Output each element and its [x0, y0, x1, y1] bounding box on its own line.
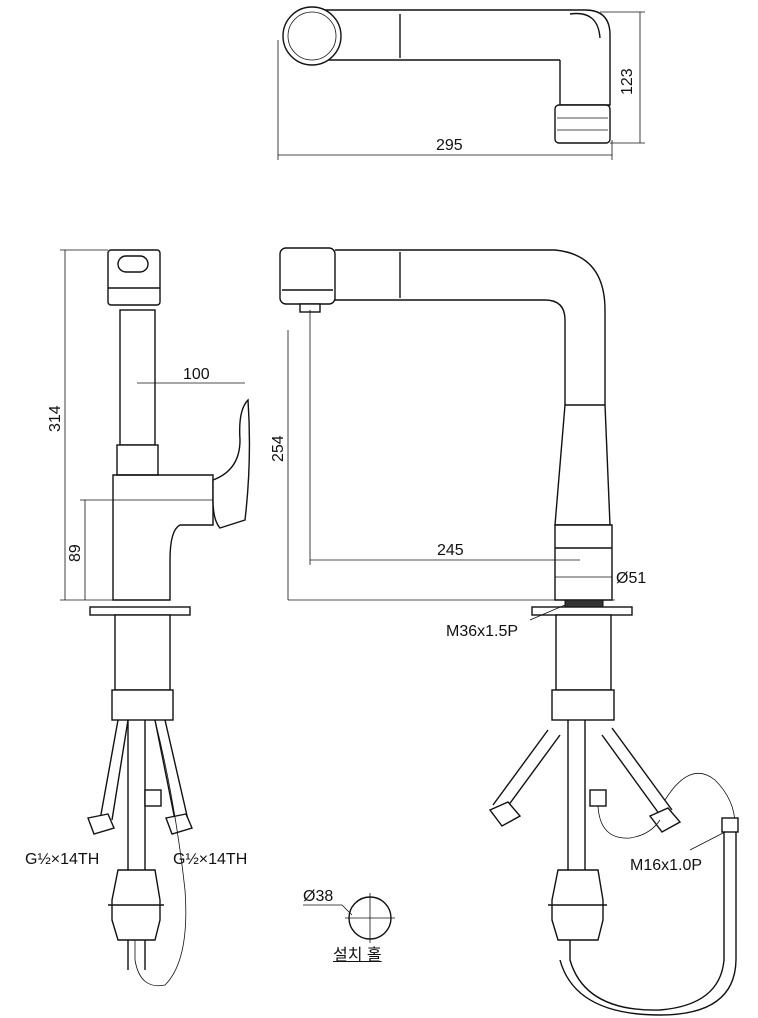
overall-height-dimension: 314	[47, 405, 64, 432]
left-hose-thread-label: G½×14TH	[25, 851, 100, 868]
right-hose-thread-label: G½×14TH	[173, 851, 248, 868]
base-diameter-dimension: Ø51	[616, 570, 647, 587]
top-view	[277, 6, 645, 160]
side-view	[60, 249, 251, 987]
install-hole	[303, 893, 395, 943]
lever-dimension: 100	[183, 366, 210, 383]
reach-dimension: 245	[437, 542, 464, 559]
shank-thread-label: M36x1.5P	[446, 623, 519, 640]
spout-height-dimension: 254	[270, 435, 287, 462]
hole-diameter-label: Ø38	[303, 888, 334, 905]
hose-thread-label: M16x1.0P	[630, 857, 703, 874]
body-height-dimension: 89	[67, 544, 84, 562]
front-view	[279, 247, 739, 1016]
install-hole-caption: 설치 홀	[333, 947, 382, 964]
top-view-width-dimension: 295	[436, 137, 463, 154]
top-view-height-dimension: 123	[619, 68, 636, 95]
